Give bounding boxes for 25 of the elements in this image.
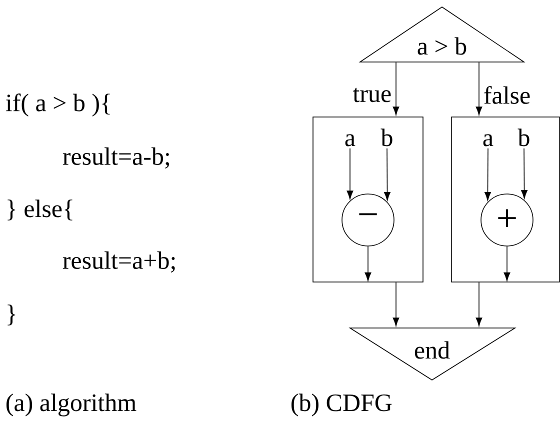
arrow xyxy=(392,282,400,326)
code-line: } else{ xyxy=(8,200,72,220)
process-box xyxy=(451,116,560,282)
code-line: result=a-b; xyxy=(62,147,169,169)
input-label: a xyxy=(345,134,356,146)
arrow xyxy=(392,62,400,116)
arrow xyxy=(364,246,372,282)
arrow xyxy=(346,148,354,200)
edge-label: false xyxy=(482,85,532,105)
input-label: b xyxy=(518,128,530,146)
process-box xyxy=(312,116,424,282)
edge-label: true xyxy=(352,86,393,104)
arrow xyxy=(521,148,528,199)
arrow xyxy=(384,148,390,201)
input-label: b xyxy=(380,128,392,146)
code-line: result=a+b; xyxy=(62,251,175,273)
code-line: if( a > b ){ xyxy=(6,94,110,116)
arrow xyxy=(504,246,510,282)
caption: (a) algorithm xyxy=(6,394,136,416)
code-line: } xyxy=(8,304,16,326)
arrow xyxy=(476,282,482,326)
input-label: a xyxy=(483,134,494,146)
caption: (b) CDFG xyxy=(292,394,392,416)
arrow xyxy=(476,62,482,116)
arrow xyxy=(484,148,491,201)
